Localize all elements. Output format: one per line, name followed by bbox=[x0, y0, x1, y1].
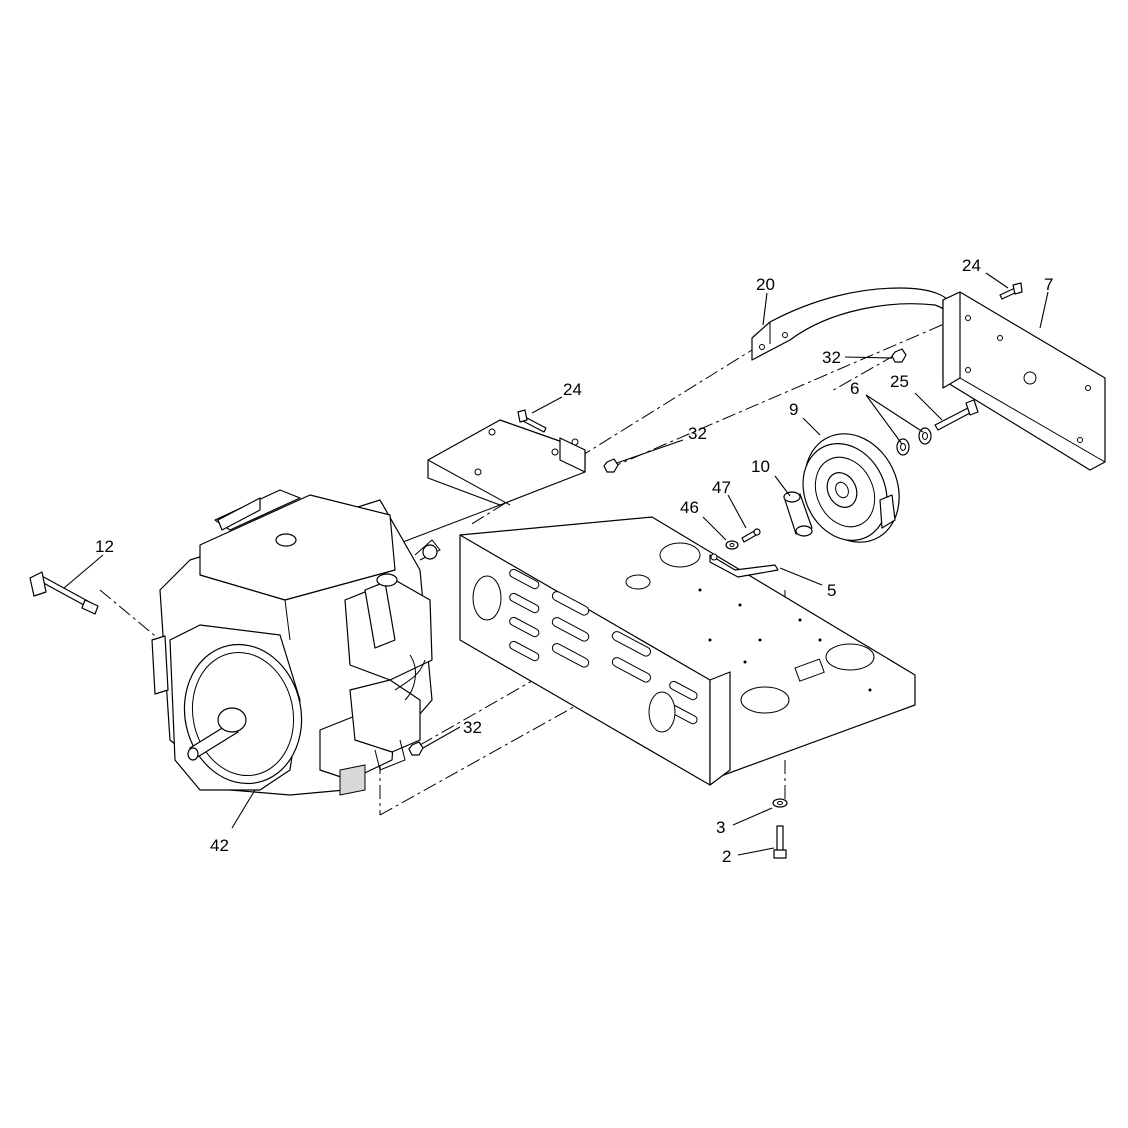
part-12-fitting bbox=[29, 571, 99, 615]
callout-12: 12 bbox=[95, 537, 114, 556]
part-24-bolt-mid bbox=[517, 409, 547, 433]
callout-7: 7 bbox=[1044, 275, 1053, 294]
callout-46: 46 bbox=[680, 498, 699, 517]
leader-lines bbox=[63, 272, 1049, 856]
part-6-washers bbox=[896, 427, 932, 456]
callout-32-mid: 32 bbox=[688, 424, 707, 443]
callout-42: 42 bbox=[210, 836, 229, 855]
callout-3: 3 bbox=[716, 818, 725, 837]
part-24-bolt-upper bbox=[999, 282, 1023, 300]
part-32-nut-mid bbox=[603, 458, 619, 473]
part-3-washer bbox=[772, 798, 788, 808]
engine-mount-bracket bbox=[394, 419, 586, 546]
callout-2: 2 bbox=[722, 847, 731, 866]
callout-32-upper: 32 bbox=[822, 348, 841, 367]
callout-20: 20 bbox=[756, 275, 775, 294]
callout-10: 10 bbox=[751, 457, 770, 476]
callout-25: 25 bbox=[890, 372, 909, 391]
part-47-screw bbox=[741, 528, 761, 543]
callout-6: 6 bbox=[850, 379, 859, 398]
part-10-spacer bbox=[783, 491, 813, 537]
callout-24-mid: 24 bbox=[563, 380, 582, 399]
part-2-bolt bbox=[773, 825, 787, 859]
part-20-bracket-arm bbox=[751, 287, 956, 361]
callout-47: 47 bbox=[712, 478, 731, 497]
callout-5: 5 bbox=[827, 581, 836, 600]
part-46-washer bbox=[725, 540, 739, 550]
callout-labels: 24 7 20 32 6 25 9 24 32 10 47 46 5 12 32… bbox=[95, 256, 1053, 866]
part-9-clutch bbox=[802, 433, 900, 543]
deck-side-slots bbox=[509, 568, 698, 725]
callout-32-lower: 32 bbox=[463, 718, 482, 737]
callout-9: 9 bbox=[789, 400, 798, 419]
part-42-engine bbox=[151, 489, 441, 796]
part-32-nut-lower bbox=[408, 741, 424, 756]
callout-24-top: 24 bbox=[962, 256, 981, 275]
engine-deck-plate bbox=[459, 516, 916, 786]
part-25-bolt bbox=[934, 399, 979, 431]
part-7-rear-plate bbox=[942, 291, 1106, 471]
part-32-nut-upper bbox=[891, 348, 907, 363]
part-5-rod bbox=[709, 553, 779, 578]
